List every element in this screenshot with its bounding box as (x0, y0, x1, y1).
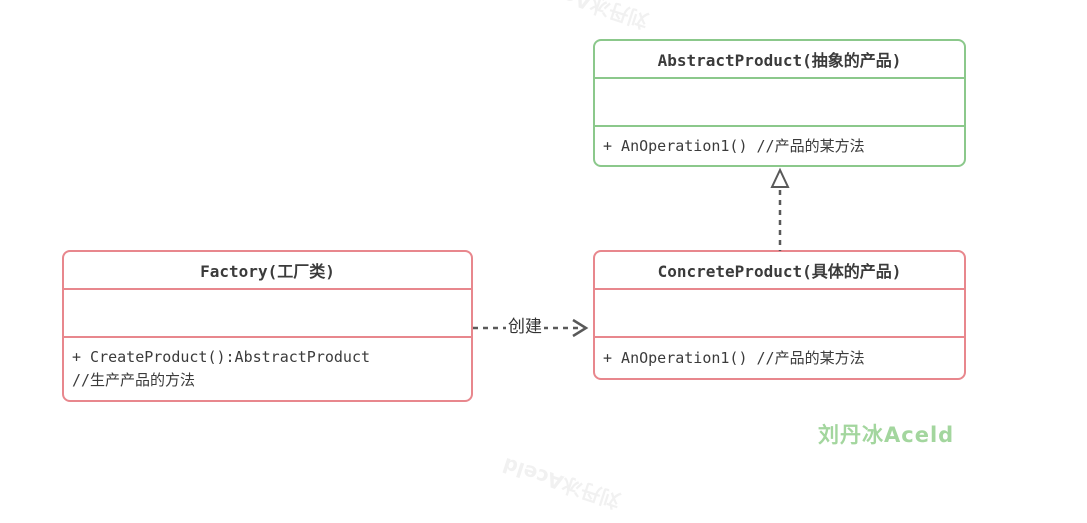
class-box-abstract-product: AbstractProduct(抽象的产品) + AnOperation1() … (593, 39, 966, 167)
class-methods-factory: + CreateProduct():AbstractProduct //生产产品… (64, 336, 471, 400)
dependency-label-create: 创建 (506, 317, 544, 338)
class-box-concrete-product: ConcreteProduct(具体的产品) + AnOperation1() … (593, 250, 966, 380)
method-line: + AnOperation1() //产品的某方法 (603, 348, 865, 367)
class-box-factory: Factory(工厂类) + CreateProduct():AbstractP… (62, 250, 473, 402)
class-attributes-concrete-product (595, 290, 964, 336)
class-attributes-factory (64, 290, 471, 336)
class-title-factory: Factory(工厂类) (64, 252, 471, 290)
faint-watermark-top: 刘丹冰Aceld (527, 0, 652, 34)
dependency-arrow-icon (473, 318, 589, 338)
method-line: + CreateProduct():AbstractProduct (72, 348, 371, 366)
realization-arrow-icon (770, 167, 790, 251)
class-title-abstract-product: AbstractProduct(抽象的产品) (595, 41, 964, 79)
method-comment-line: //生产产品的方法 (72, 371, 196, 389)
class-title-concrete-product: ConcreteProduct(具体的产品) (595, 252, 964, 290)
class-methods-concrete-product: + AnOperation1() //产品的某方法 (595, 336, 964, 378)
faint-watermark-bottom: 刘丹冰Aceld (499, 452, 624, 514)
class-methods-abstract-product: + AnOperation1() //产品的某方法 (595, 125, 964, 165)
method-line: + AnOperation1() //产品的某方法 (603, 136, 865, 155)
author-watermark: 刘丹冰Aceld (818, 423, 955, 447)
class-attributes-abstract-product (595, 79, 964, 125)
